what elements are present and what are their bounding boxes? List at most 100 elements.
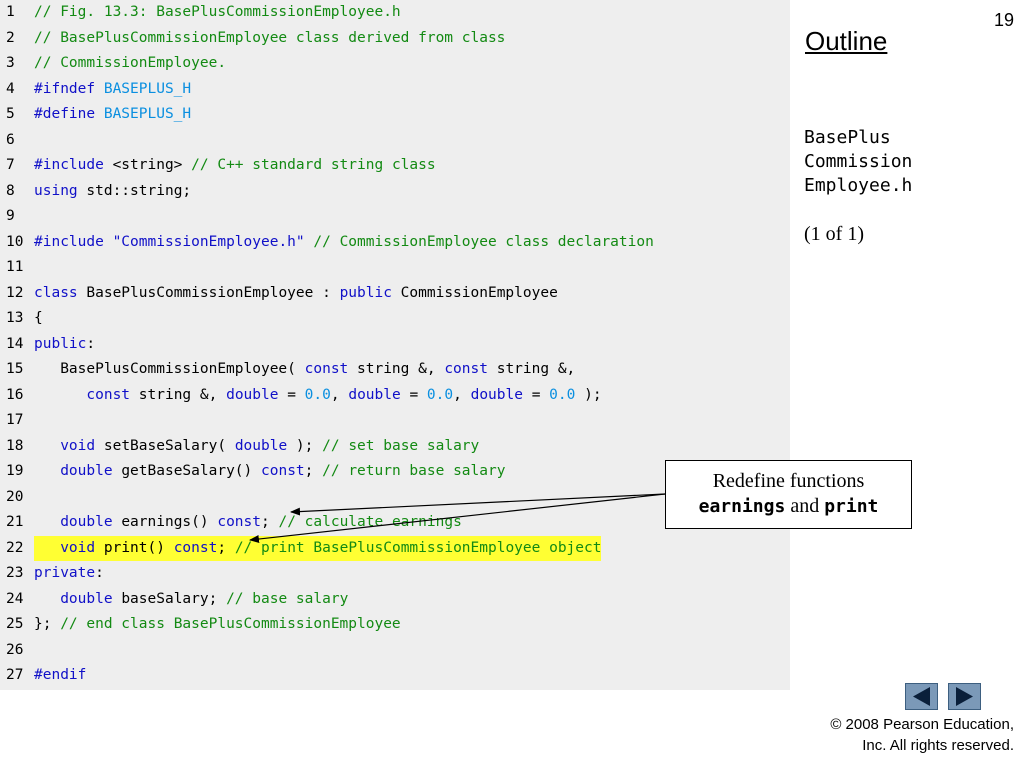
code-line: 24 double baseSalary; // base salary (0, 587, 790, 612)
line-number: 6 (6, 131, 15, 148)
code-token: // C++ standard string class (191, 157, 436, 173)
code-token: using (34, 182, 87, 199)
code-token (34, 591, 60, 607)
code-text: #include <string> // C++ standard string… (34, 153, 436, 178)
code-token (34, 463, 60, 479)
code-line: 2 // BasePlusCommissionEmployee class der… (0, 26, 790, 51)
code-line: 13 { (0, 306, 790, 331)
code-token: double (234, 437, 296, 454)
file-title-line: BasePlus (804, 127, 891, 148)
line-number: 10 (6, 233, 24, 250)
code-token: #ifndef (34, 80, 104, 97)
line-number: 19 (6, 463, 24, 479)
code-text: BasePlusCommissionEmployee( const string… (34, 357, 575, 382)
code-text: // BasePlusCommissionEmployee class deri… (34, 26, 505, 51)
code-token: = (287, 386, 305, 403)
code-line: 4#ifndef BASEPLUS_H (0, 77, 790, 102)
code-token: // Fig. 13.3: BasePlusCommissionEmployee… (34, 4, 401, 20)
code-token: #endif (34, 667, 87, 683)
line-number: 20 (6, 488, 24, 505)
code-text: #define BASEPLUS_H (34, 102, 191, 127)
code-token: public (34, 335, 87, 352)
code-line: 7 #include <string> // C++ standard strin… (0, 153, 790, 178)
line-number: 11 (6, 259, 24, 275)
code-token: BASEPLUS_H (103, 80, 192, 97)
code-text: const string &, double = 0.0, double = 0… (34, 383, 601, 408)
code-line: 26 (0, 638, 790, 663)
copyright: © 2008 Pearson Education, Inc. All right… (830, 714, 1014, 756)
line-number: 21 (6, 514, 24, 530)
line-number: 27 (6, 667, 24, 683)
code-token: // set base salary (322, 437, 480, 454)
code-line: 20 (0, 485, 790, 510)
file-title-line: Employee.h (804, 175, 913, 196)
code-text: class BasePlusCommissionEmployee : publi… (34, 281, 558, 306)
code-token: double (348, 386, 410, 403)
code-line: 11 (0, 255, 790, 280)
code-token: const (86, 386, 139, 403)
code-token: string &, (496, 361, 576, 377)
code-text: // CommissionEmployee. (34, 51, 226, 76)
code-text: #include "CommissionEmployee.h" // Commi… (34, 230, 654, 255)
code-token: 0.0 (549, 386, 576, 403)
line-number: 2 (6, 29, 15, 46)
code-token: // print BasePlusCommissionEmployee obje… (234, 539, 602, 556)
code-text: double earnings() const; // calculate ea… (34, 510, 462, 535)
code-token: setBaseSalary( (103, 437, 235, 454)
previous-slide-button[interactable] (905, 683, 938, 710)
code-token: #include (34, 233, 113, 250)
code-line: 25}; // end class BasePlusCommissionEmpl… (0, 612, 790, 637)
code-token: ; (304, 463, 323, 479)
code-token: BASEPLUS_H (103, 106, 192, 122)
code-token: std::string; (86, 182, 192, 199)
code-token: #include (34, 157, 113, 173)
code-line: 22 void print() const; // print BasePlus… (0, 535, 790, 561)
line-number: 13 (6, 310, 24, 326)
code-token: baseSalary; (121, 590, 227, 607)
file-title: BasePlus Commission Employee.h (804, 126, 912, 198)
code-token: 0.0 (304, 386, 331, 403)
code-text: double baseSalary; // base salary (34, 587, 348, 612)
code-token: const (217, 514, 261, 530)
callout-and: and (790, 495, 820, 517)
line-number: 7 (6, 157, 15, 173)
code-token: 0.0 (426, 386, 454, 403)
code-token: const (173, 539, 218, 556)
code-token: }; (34, 616, 61, 632)
code-text: double getBaseSalary() const; // return … (34, 459, 505, 484)
code-line: 15 BasePlusCommissionEmployee( const str… (0, 357, 790, 382)
code-line: 3 // CommissionEmployee. (0, 51, 790, 76)
code-line: 16 const string &, double = 0.0, double … (0, 383, 790, 408)
line-number: 3 (6, 55, 15, 71)
code-token: "CommissionEmployee.h" (112, 233, 314, 250)
line-number: 9 (6, 208, 15, 224)
code-token (34, 387, 86, 403)
code-text: void print() const; // print BasePlusCom… (34, 535, 602, 561)
code-token: getBaseSalary() (121, 463, 261, 479)
code-token: = (531, 386, 550, 403)
code-line: 18 void setBaseSalary( double ); // set … (0, 434, 790, 459)
line-number: 8 (6, 182, 15, 199)
code-token: ); (295, 437, 323, 454)
code-token: #define (34, 106, 104, 122)
code-text: { (34, 306, 43, 331)
code-token: ; (261, 514, 279, 530)
code-line: 27 #endif (0, 663, 790, 688)
code-line: 6 (0, 128, 790, 153)
code-token: , (330, 386, 349, 403)
code-token: class (34, 284, 87, 301)
next-slide-button[interactable] (948, 683, 981, 710)
code-token: // CommissionEmployee. (34, 55, 227, 71)
code-token: <string> (112, 157, 192, 173)
outline-link[interactable]: Outline (805, 26, 888, 56)
callout-code-line: earnings and print (666, 493, 911, 520)
code-line: 8 using std::string; (0, 179, 790, 204)
line-number: 15 (6, 361, 24, 377)
callout-code-earnings: earnings (698, 496, 786, 517)
code-token: // return base salary (322, 463, 506, 479)
code-text: // Fig. 13.3: BasePlusCommissionEmployee… (34, 0, 401, 25)
code-token: double (226, 386, 288, 403)
code-token: { (34, 310, 43, 326)
